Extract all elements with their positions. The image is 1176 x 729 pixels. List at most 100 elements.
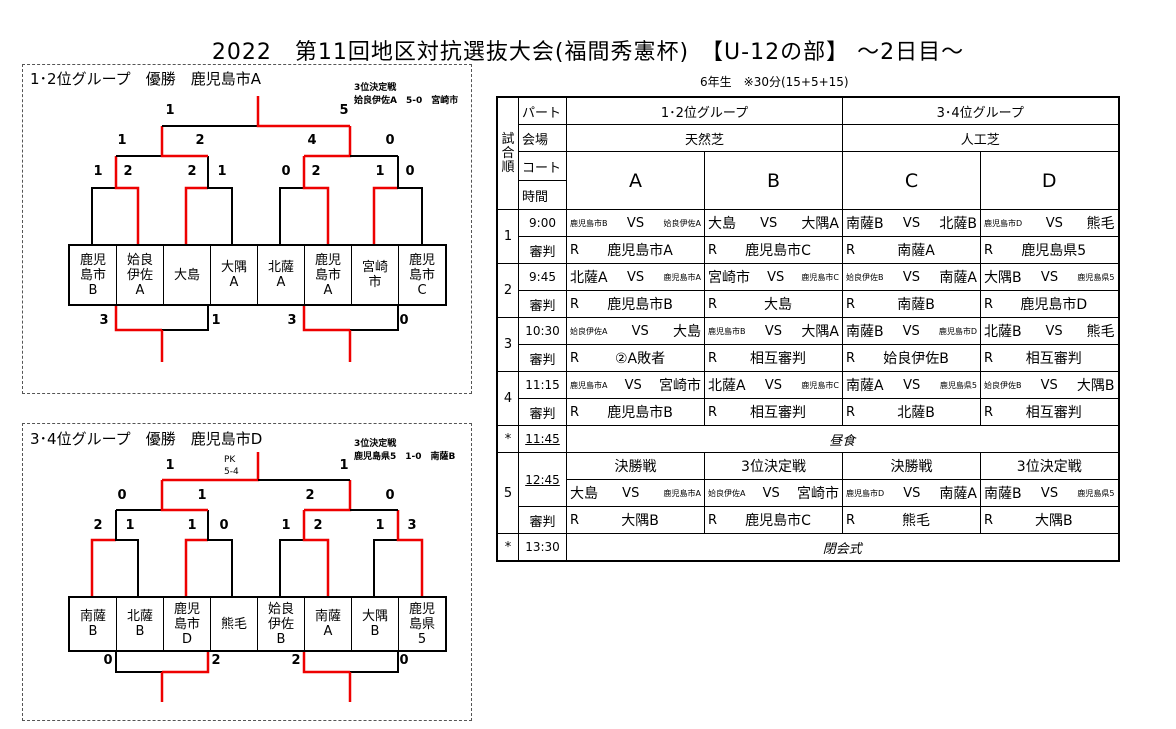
- group34-header: 3･4位グループ: [842, 96, 1119, 125]
- bracket-1-r1-score: 2: [187, 164, 197, 179]
- round-time: 11:15: [518, 371, 567, 399]
- team-name: 北薩B: [984, 324, 1022, 340]
- team-cell: 大隅 B: [352, 598, 399, 650]
- team-name: 大島: [570, 486, 598, 502]
- team-name: 鹿児島市D: [938, 326, 977, 336]
- ref-prefix: R: [570, 512, 580, 528]
- ref-prefix: R: [570, 242, 580, 258]
- bracket-2-title: 3･4位グループ 優勝 鹿児島市D: [30, 430, 263, 448]
- bracket-2-r1-score: 1: [375, 518, 385, 533]
- bracket-2-pk-label: PK: [224, 455, 236, 465]
- bracket-panel-1: [22, 64, 472, 394]
- ref-name: 南薩A: [897, 243, 935, 259]
- ref-name: 鹿児島県5: [1021, 243, 1087, 259]
- court-label: コート: [518, 151, 567, 181]
- team-name: 南薩B: [846, 324, 884, 340]
- group12-header: 1･2位グループ: [566, 96, 843, 125]
- team-name: 大隅B: [1076, 378, 1115, 394]
- ref-name: 相互審判: [1025, 405, 1082, 421]
- team-name: 姶良伊佐B: [846, 272, 884, 282]
- ref-prefix: R: [984, 296, 994, 312]
- bracket-1-third-score: 3: [99, 313, 109, 328]
- vs-label: VS: [903, 485, 921, 501]
- bracket-2-r1-score: 2: [93, 518, 103, 533]
- bracket-1-third-score: 0: [399, 313, 409, 328]
- team-cell: 宮崎 市: [352, 246, 399, 304]
- bracket-1-final-score: 5: [339, 103, 349, 118]
- team-name: 南薩A: [846, 378, 884, 394]
- ref-prefix: R: [708, 350, 718, 366]
- team-name: 鹿児島県5: [1077, 272, 1115, 282]
- team-name: 宮崎市: [658, 378, 701, 394]
- team-cell: 姶良 伊佐 B: [258, 598, 305, 650]
- ref-prefix: R: [846, 350, 856, 366]
- vs-label: VS: [762, 485, 780, 501]
- bracket-2-r2-score: 0: [385, 488, 395, 503]
- team-name: 姶良伊佐A: [570, 326, 608, 336]
- ref-prefix: R: [846, 512, 856, 528]
- vs-label: VS: [1040, 269, 1059, 285]
- bracket-1-r1-score: 1: [93, 164, 103, 179]
- bracket-2-third-title: 3位決定戦: [354, 439, 397, 449]
- bracket-1-r1-score: 1: [375, 164, 385, 179]
- team-cell: 鹿児 島市 C: [408, 252, 435, 298]
- referee-cell: R 鹿児島市C: [704, 236, 843, 264]
- team-cell: 大島: [164, 246, 211, 304]
- break-mark: *: [496, 533, 519, 562]
- round-time: 12:45: [518, 452, 567, 507]
- round-time: 9:45: [518, 263, 567, 291]
- team-name: 鹿児島県5: [1077, 488, 1115, 498]
- final-match-label: 3位決定戦: [980, 452, 1119, 480]
- ref-prefix: R: [708, 242, 718, 258]
- court-header: B: [704, 151, 843, 210]
- team-cell: 北薩 A: [258, 246, 305, 304]
- bracket-2-r2-score: 1: [197, 488, 207, 503]
- bracket-1-third-score: 1: [211, 313, 221, 328]
- team-cell: 鹿児 島市 A: [305, 246, 352, 304]
- ref-name: 鹿児島市C: [745, 243, 811, 259]
- team-name: 鹿児島市D: [846, 488, 885, 498]
- vs-label: VS: [902, 323, 920, 339]
- bracket-1-final-score: 1: [165, 103, 175, 118]
- bracket-1-title: 1･2位グループ 優勝 鹿児島市A: [30, 70, 261, 88]
- bracket-1-r2-score: 2: [195, 133, 205, 148]
- ref-name: ②A敗者: [614, 351, 666, 367]
- bracket-2-third-score: 2: [291, 653, 301, 668]
- vs-label: VS: [631, 323, 649, 339]
- final-match-label: 決勝戦: [566, 452, 705, 480]
- vs-label: VS: [764, 377, 783, 393]
- team-name: 宮崎市: [708, 270, 750, 286]
- team-cell: 鹿児 島市 D: [164, 598, 211, 650]
- bracket-1-third-title: 3位決定戦: [354, 83, 397, 93]
- vs-label: VS: [1040, 377, 1058, 393]
- round-time: 9:00: [518, 209, 567, 237]
- vs-label: VS: [764, 323, 783, 339]
- team-name: 鹿児島市A: [663, 488, 701, 498]
- team-name: 熊毛: [1086, 324, 1115, 340]
- vs-label: VS: [767, 269, 785, 285]
